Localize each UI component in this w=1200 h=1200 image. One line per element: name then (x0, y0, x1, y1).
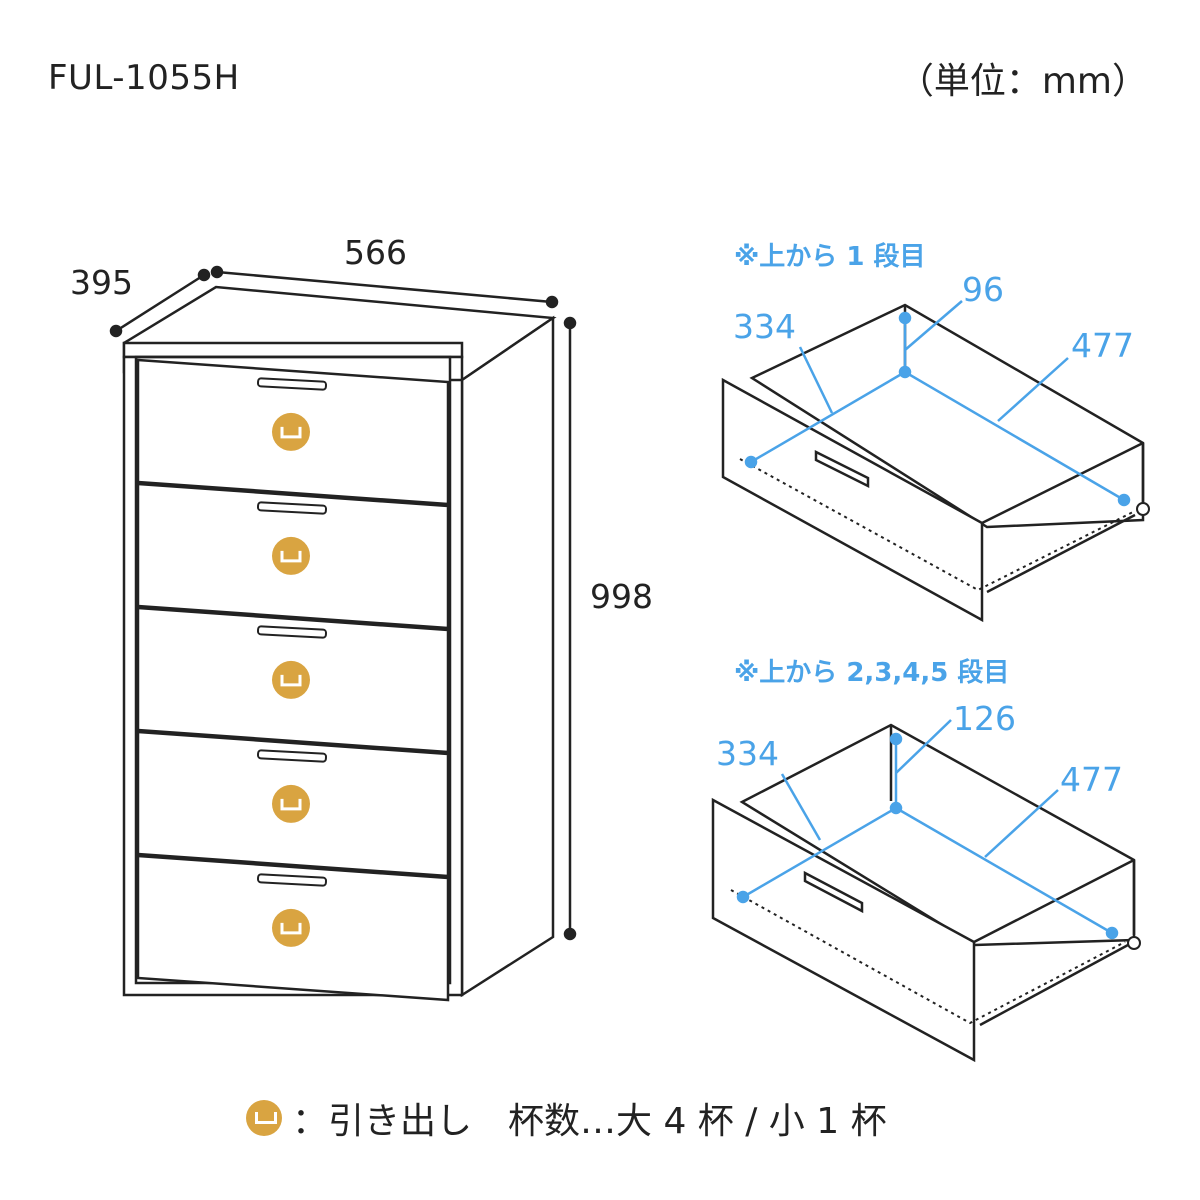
drawer-top-height: 96 (962, 270, 1004, 309)
drawer-other-note: ※上から 2,3,4,5 段目 (734, 658, 1010, 688)
height-dimension: 998 (590, 577, 653, 616)
unit-label: （単位：mm） (897, 61, 1148, 102)
drawer-handle (256, 749, 328, 763)
width-dimension: 566 (344, 233, 407, 272)
drawer-top-note: ※上から 1 段目 (734, 242, 926, 272)
drawer-icon (272, 412, 310, 451)
drawer-icon-glyph (280, 550, 302, 563)
drawer-handle (256, 625, 328, 639)
drawer-top-depth: 334 (733, 307, 796, 346)
drawer-other-depth: 334 (716, 734, 779, 773)
legend: ：引き出し 杯数…大 4 杯 / 小 1 杯 (246, 1092, 887, 1144)
legend-text: ：引き出し 杯数…大 4 杯 / 小 1 杯 (292, 1101, 887, 1142)
drawer-other-height: 126 (953, 699, 1016, 738)
drawer-icon (272, 784, 310, 823)
drawer-icon (272, 660, 310, 699)
drawer-icon (272, 908, 310, 947)
drawer-handle (256, 501, 328, 515)
drawer-handle (256, 377, 328, 391)
drawer-icon-glyph (280, 426, 302, 439)
drawer-handle (256, 873, 328, 887)
model-number: FUL-1055H (48, 58, 240, 98)
drawer-icon (246, 1100, 282, 1136)
drawer-icon-glyph (280, 674, 302, 687)
drawer-other-width: 477 (1060, 760, 1123, 799)
drawer-icon-glyph (280, 798, 302, 811)
drawer-icon-glyph (280, 922, 302, 935)
depth-dimension: 395 (70, 263, 133, 302)
drawer-icon (272, 536, 310, 575)
drawer-top-width: 477 (1071, 326, 1134, 365)
